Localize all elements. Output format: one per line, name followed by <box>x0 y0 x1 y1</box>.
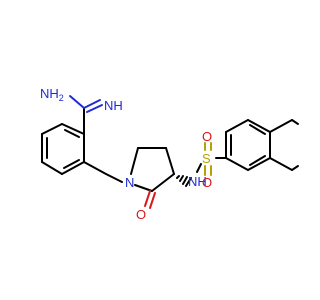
naphthalene-ring <box>225 119 299 171</box>
amidine-nh2-label: NH2 <box>40 86 64 103</box>
sulfur-label: S <box>202 151 211 166</box>
carbonyl-o-label: O <box>136 207 146 222</box>
methylene-linker <box>83 161 123 183</box>
sulfonyl-o-top-label: O <box>202 129 212 144</box>
amidine-nh-label: NH <box>104 98 123 113</box>
pyrrolidinone-ring: N O <box>125 147 192 222</box>
sulfonamide-group: NH S O O <box>188 129 227 190</box>
amidine-group: NH2 NH <box>40 86 123 135</box>
molecule-diagram: NH2 NH N O NH S O O <box>40 86 299 222</box>
sulfonamide-nh-label: NH <box>188 174 207 189</box>
ring-n-label: N <box>125 175 134 190</box>
sulfonyl-o-bottom-label: O <box>202 175 212 190</box>
structure-svg: NH2 NH N O NH S O O <box>40 86 299 222</box>
benzene-ring <box>41 123 85 175</box>
